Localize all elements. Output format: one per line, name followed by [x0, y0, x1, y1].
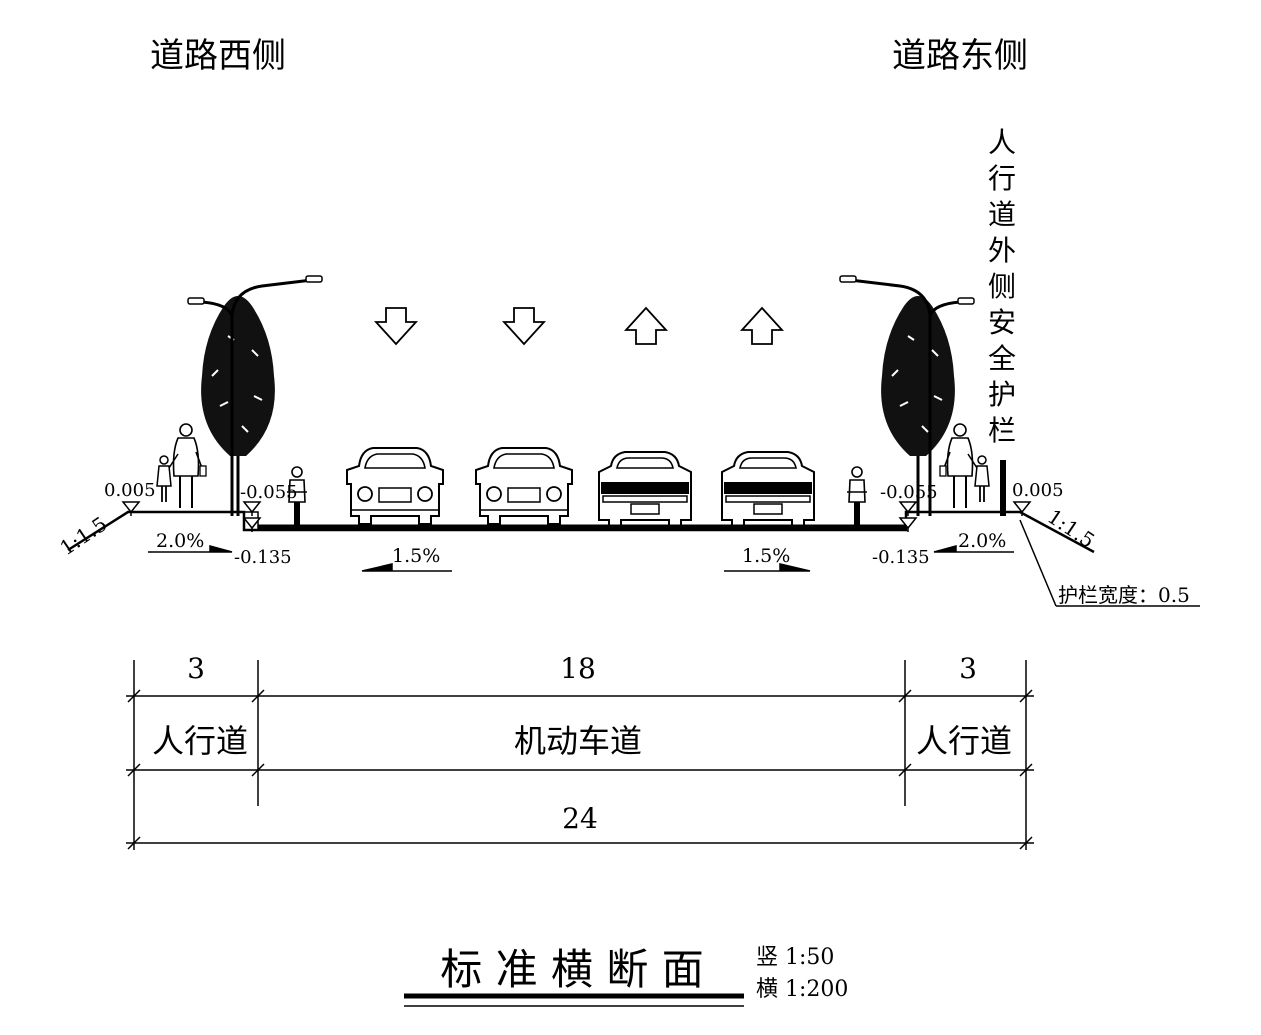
dim-right-walk: 3 [959, 652, 977, 685]
name-left-walk: 人行道 [152, 722, 248, 760]
elev-right-curb: -0.055 [880, 482, 938, 503]
guardrail-width: 护栏宽度：0.5 [1058, 583, 1190, 607]
lane-arrows [375, 307, 783, 345]
slope-arrow-left-walk [148, 545, 233, 553]
west-pedestrians [156, 423, 207, 509]
guardrail-label-char: 道 [988, 198, 1016, 231]
car-lane-4 [721, 451, 815, 529]
guardrail-label-char: 安 [988, 306, 1016, 339]
east-side-label: 道路东侧 [892, 36, 1028, 76]
elev-right-outer: 0.005 [1012, 480, 1064, 501]
name-right-walk: 人行道 [916, 722, 1012, 760]
slope-arrow-right-road [724, 563, 811, 572]
scale-horizontal: 横 1:200 [756, 977, 848, 1002]
name-road: 机动车道 [514, 722, 642, 760]
guardrail-label-char: 行 [988, 162, 1016, 195]
elev-marker-right-curb [899, 501, 917, 517]
west-side-label: 道路西侧 [150, 36, 286, 76]
car-lane-1 [346, 447, 444, 525]
dimension-block [126, 660, 1034, 850]
lane-arrow-down-icon [503, 307, 545, 345]
slope-left-road: 1.5% [392, 545, 440, 567]
elev-left-curb: -0.055 [240, 482, 298, 503]
slope-right-walk: 2.0% [958, 530, 1006, 552]
lane-arrow-up-icon [625, 307, 667, 345]
car-lane-3 [598, 451, 692, 529]
guardrail-label-char: 侧 [988, 270, 1016, 303]
slope-arrow-left-road [361, 563, 452, 572]
east-cyclist [846, 466, 868, 527]
guardrail-label-char: 全 [988, 342, 1016, 375]
lane-arrow-down-icon [375, 307, 417, 345]
lane-arrow-up-icon [741, 307, 783, 345]
ground-profile [67, 510, 1095, 554]
guardrail-post [1000, 460, 1006, 516]
east-pedestrians [939, 423, 990, 509]
scale-vertical: 竖 1:50 [756, 945, 834, 970]
drawing-title: 标 准 横 断 面 [440, 945, 703, 994]
elev-right-low: -0.135 [872, 547, 930, 568]
guardrail-label-char: 外 [988, 234, 1016, 267]
slope-right-side: 1:1.5 [1043, 504, 1099, 553]
dim-road: 18 [560, 652, 596, 685]
slope-left-side: 1:1.5 [55, 512, 111, 561]
guardrail-label-char: 人 [988, 126, 1016, 159]
car-lane-2 [475, 447, 573, 525]
elev-left-low: -0.135 [234, 547, 292, 568]
dim-total: 24 [562, 802, 598, 835]
dim-left-walk: 3 [187, 652, 205, 685]
slope-arrow-right-walk [933, 545, 1014, 553]
elev-marker-right-outer [1013, 501, 1031, 517]
guardrail-label-char: 栏 [988, 414, 1016, 447]
elev-left-outer: 0.005 [104, 480, 156, 501]
slope-right-road: 1.5% [742, 545, 790, 567]
guardrail-label-char: 护 [988, 378, 1016, 411]
slope-left-walk: 2.0% [156, 530, 204, 552]
